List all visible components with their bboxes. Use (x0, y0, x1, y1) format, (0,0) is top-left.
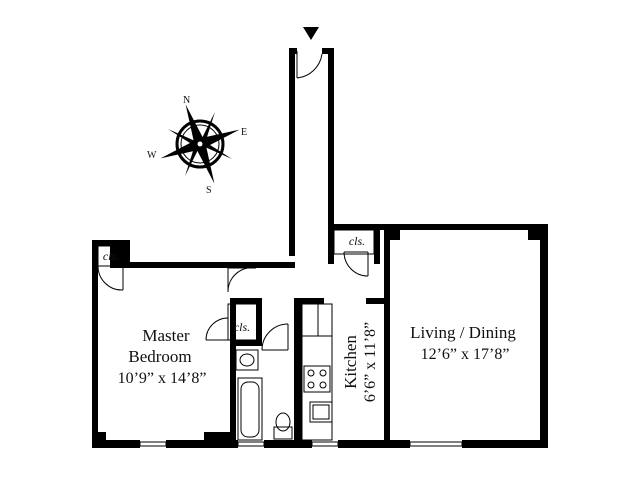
bedroom-closet-label: cls. (103, 249, 119, 263)
exterior-walls (92, 48, 548, 448)
windows (139, 441, 463, 447)
entry-arrow-icon (303, 27, 319, 40)
kitchen-fixtures (301, 303, 333, 441)
hall-closet-label: cls. (234, 320, 250, 334)
bedroom-dimensions: 10’9” x 14’8” (118, 370, 207, 387)
compass-rose-icon: N E S W (147, 95, 247, 196)
kitchen-dimensions: 6’6” x 11’8” (362, 322, 379, 402)
compass-north-label: N (183, 95, 190, 106)
compass-west-label: W (147, 150, 157, 161)
closet-outlines (97, 229, 380, 341)
doors (97, 51, 369, 351)
bedroom-name-line1: Master (142, 326, 190, 345)
bathroom-fixtures (235, 349, 293, 441)
kitchen-name: Kitchen (341, 335, 360, 389)
living-dining-dimensions: 12’6” x 17’8” (421, 346, 510, 363)
compass-south-label: S (206, 185, 212, 196)
bedroom-name-line2: Bedroom (128, 347, 191, 366)
living-closet-label: cls. (349, 234, 365, 248)
compass-east-label: E (241, 127, 247, 138)
living-dining-name: Living / Dining (410, 323, 516, 342)
